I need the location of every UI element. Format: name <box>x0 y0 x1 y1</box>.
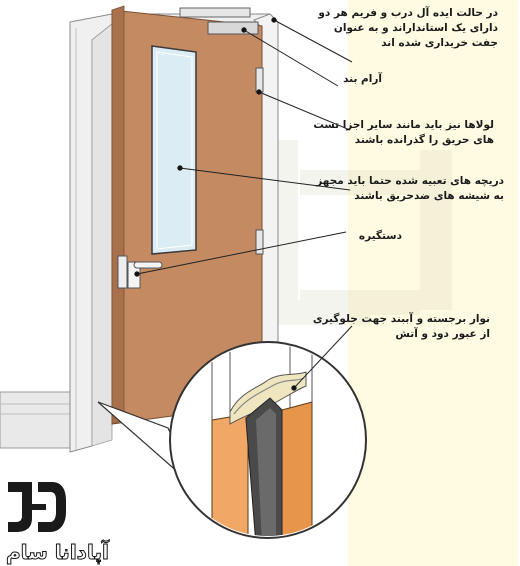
frame-section-left <box>211 413 249 536</box>
door-frame <box>69 13 279 453</box>
label-glass: دریچه های تعبیه شده حتما باید مجهز به شی… <box>316 175 504 202</box>
hinge-top <box>255 67 264 93</box>
label-hinges: لولاها نیز باید مانند سایر اجزا تست های … <box>313 119 494 146</box>
leader-lines <box>134 17 353 391</box>
background-stripe <box>348 0 518 566</box>
label-handle: دستگیره <box>358 230 402 242</box>
label-closer: آرام بند <box>343 73 382 85</box>
zoom-detail <box>169 341 367 539</box>
skirting-board <box>0 391 81 449</box>
door-closer <box>207 21 259 35</box>
label-frame: در حالت ایده آل درب و فریم هر دو دارای ی… <box>318 7 498 49</box>
jd-logo-icon <box>8 482 66 532</box>
brand-name: آپادانا سام <box>6 540 109 565</box>
label-seal: نوار برجسته و آببند جهت جلوگیری از عبور … <box>312 313 490 340</box>
glass-vision-panel <box>151 45 197 255</box>
frame-section-right <box>281 401 313 536</box>
door-handle-plate <box>117 255 128 289</box>
door-handle-lever <box>133 261 163 269</box>
hinge-middle <box>255 229 264 255</box>
